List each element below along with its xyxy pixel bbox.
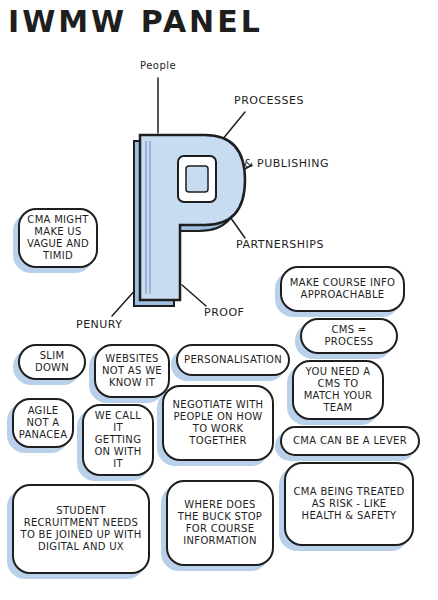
bubble-content: WEBSITES NOT AS WE KNOW IT (102, 353, 162, 389)
spoke-label: & PUBLISHING (244, 157, 329, 170)
bubble-text: MAKE COURSE INFO APPROACHABLE (288, 277, 397, 301)
bubble-text: WHERE DOES THE BUCK STOP FOR COURSE INFO… (174, 499, 266, 547)
bubble-content: WE CALL IT GETTING ON WITH IT (90, 410, 146, 470)
bubble-content: CMA MIGHT MAKE US VAGUE AND TIMID (26, 214, 90, 262)
bubble-content: WHERE DOES THE BUCK STOP FOR COURSE INFO… (174, 499, 266, 547)
speech-bubble: CMA CAN BE A LEVER (280, 426, 420, 456)
bubble-text: WEBSITES NOT AS WE KNOW IT (102, 353, 162, 389)
bubble-text: STUDENT RECRUITMENT NEEDS TO BE JOINED U… (20, 505, 142, 553)
speech-bubble: WEBSITES NOT AS WE KNOW IT (94, 344, 170, 398)
spoke-label: PENURY (76, 318, 123, 331)
bubble-content: AGILE NOT A PANACEA (19, 405, 68, 441)
bubble-content: STUDENT RECRUITMENT NEEDS TO BE JOINED U… (20, 505, 142, 553)
spoke-label: People (140, 60, 176, 71)
title: IWMW PANEL (8, 4, 263, 39)
bubble-text: AGILE NOT A PANACEA (19, 405, 68, 441)
bubble-text: WE CALL IT GETTING ON WITH IT (90, 410, 146, 470)
bubble-text: SLIM DOWN (26, 350, 78, 374)
spoke-label: PROCESSES (234, 94, 304, 107)
bubble-text: CMA BEING TREATED AS RISK - LIKE HEALTH … (292, 486, 406, 522)
speech-bubble: CMA MIGHT MAKE US VAGUE AND TIMID (18, 208, 98, 268)
speech-bubble: NEGOTIATE WITH PEOPLE ON HOW TO WORK TOG… (162, 385, 274, 461)
bubble-content: NEGOTIATE WITH PEOPLE ON HOW TO WORK TOG… (170, 399, 266, 447)
p-letter (140, 135, 245, 300)
speech-bubble: SLIM DOWN (18, 344, 86, 380)
p-hole-inner (186, 166, 208, 192)
bubble-content: MAKE COURSE INFO APPROACHABLE (288, 277, 397, 301)
spoke-label: PROOF (204, 306, 244, 319)
speech-bubble: CMA BEING TREATED AS RISK - LIKE HEALTH … (284, 462, 414, 546)
p-hole (178, 156, 216, 202)
bubble-content: PERSONALISATION (184, 354, 282, 366)
bubble-content: CMA CAN BE A LEVER (293, 435, 407, 447)
bubble-text: YOU NEED A CMS TO MATCH YOUR TEAM (300, 366, 376, 414)
speech-bubble: WHERE DOES THE BUCK STOP FOR COURSE INFO… (166, 480, 274, 566)
speech-bubble: STUDENT RECRUITMENT NEEDS TO BE JOINED U… (12, 484, 150, 574)
bubble-text: CMS = PROCESS (308, 324, 390, 348)
speech-bubble: WE CALL IT GETTING ON WITH IT (82, 404, 154, 476)
bubble-content: CMA BEING TREATED AS RISK - LIKE HEALTH … (292, 486, 406, 522)
p-hatching (146, 141, 150, 294)
bubble-text: CMA MIGHT MAKE US VAGUE AND TIMID (26, 214, 90, 262)
speech-bubble: CMS = PROCESS (300, 318, 398, 354)
speech-bubble: AGILE NOT A PANACEA (12, 398, 74, 448)
bubble-content: CMS = PROCESS (308, 324, 390, 348)
bubble-text: NEGOTIATE WITH PEOPLE ON HOW TO WORK TOG… (170, 399, 266, 447)
leader-line (182, 285, 206, 306)
speech-bubble: YOU NEED A CMS TO MATCH YOUR TEAM (292, 360, 384, 420)
speech-bubble: PERSONALISATION (176, 344, 290, 376)
speech-bubble: MAKE COURSE INFO APPROACHABLE (280, 266, 405, 312)
bubble-content: YOU NEED A CMS TO MATCH YOUR TEAM (300, 366, 376, 414)
leader-line (222, 112, 245, 140)
bubble-text: CMA CAN BE A LEVER (293, 435, 407, 447)
leader-line (157, 78, 159, 133)
bubble-content: SLIM DOWN (26, 350, 78, 374)
bubble-text: PERSONALISATION (184, 354, 282, 366)
spoke-label: PARTNERSHIPS (236, 238, 324, 251)
